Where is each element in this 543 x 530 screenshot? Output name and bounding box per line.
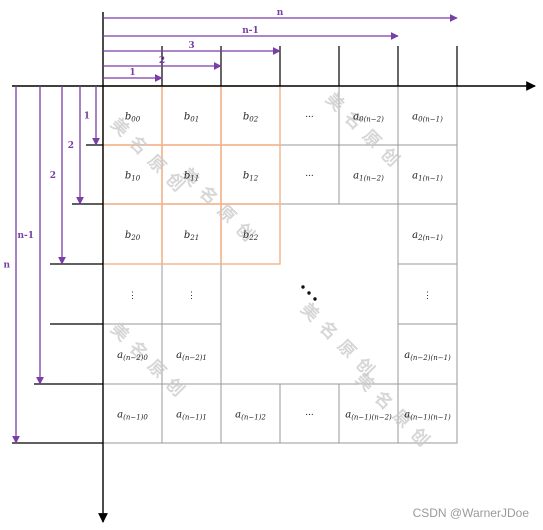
watermark-glyph: 美 — [106, 319, 134, 347]
left-dimension-label: 2 — [50, 171, 56, 181]
matrix-cell-label: a(n−2)(n−1) — [404, 350, 451, 362]
diagonal-dot — [313, 297, 317, 301]
left-dimension-label: n — [3, 261, 10, 271]
top-dimension-label: 2 — [159, 56, 165, 66]
watermark-stamps: 美名原创美名原创美名原创美名原创美名原创美名原创 — [106, 89, 433, 451]
watermark-glyph: 名 — [315, 317, 342, 344]
matrix-cell-label: ··· — [305, 113, 314, 123]
matrix-cell-label: b20 — [125, 230, 141, 242]
matrix-cell-label: b21 — [184, 230, 199, 242]
highlight-cell — [220, 203, 281, 265]
dimension-markers: 1 2 3 n-1 n 1 2 2 n-1 n — [3, 8, 458, 444]
matrix-cell-label: a(n−1)1 — [176, 410, 207, 422]
watermark-glyph: 创 — [406, 423, 434, 451]
top-dimension-label: 1 — [129, 68, 135, 78]
matrix-cell-label: a(n−1)(n−2) — [345, 410, 392, 422]
matrix-cell-label: a(n−1)2 — [235, 410, 266, 422]
matrix-cell-label: ··· — [305, 411, 314, 421]
matrix-cell-label: a2(n−1) — [412, 230, 443, 242]
matrix-cell-label: a(n−2)0 — [117, 350, 148, 362]
axes — [12, 12, 536, 523]
diagonal-dot — [301, 285, 305, 289]
matrix-cell-label: ⋮ — [187, 291, 196, 301]
matrix-cell-label: a1(n−2) — [353, 171, 384, 183]
matrix-cells: b00 b01 b02 ··· a0(n−2) a0(n−1) b10 b11 b12 ··· a1… — [117, 112, 451, 422]
matrix-cell-label: a0(n−2) — [353, 112, 384, 124]
watermark-glyph: 名 — [195, 182, 222, 209]
watermark-glyph: 创 — [161, 373, 189, 401]
matrix-cell-label: a(n−1)0 — [117, 410, 148, 422]
watermark-glyph: 原 — [143, 151, 169, 177]
matrix-cell-label: a(n−1)(n−1) — [404, 410, 451, 422]
matrix-cell-label: ⋮ — [423, 291, 432, 301]
watermark-glyph: 名 — [125, 132, 152, 159]
left-dimension-label: 1 — [84, 112, 90, 122]
top-dimension-label: 3 — [188, 41, 194, 51]
matrix-cell-label: b11 — [184, 171, 199, 183]
matrix-cell-label: b22 — [243, 230, 259, 242]
watermark-glyph: 原 — [358, 126, 384, 152]
matrix-cell-label: ··· — [305, 172, 314, 182]
matrix-cell-label: b01 — [184, 112, 199, 124]
watermark-glyph: 美 — [321, 89, 349, 117]
diagonal-dot — [307, 291, 311, 295]
watermark-glyph: 美 — [351, 369, 379, 397]
left-dimension-label: 2 — [68, 141, 74, 151]
watermark-glyph: 原 — [333, 336, 359, 362]
matrix-cell-label: a(n−2)1 — [176, 350, 207, 362]
watermark-glyph: 原 — [213, 201, 239, 227]
watermark-glyph: 名 — [370, 387, 397, 414]
matrix-cell-label: b10 — [125, 171, 141, 183]
matrix-cell-label: ⋮ — [128, 291, 137, 301]
watermark-glyph: 创 — [376, 143, 404, 171]
watermark-glyph: 美 — [296, 299, 324, 327]
watermark-credit: CSDN @WarnerJDoe — [412, 506, 529, 520]
top-dimension-label: n-1 — [242, 26, 259, 36]
matrix-cell-label: b00 — [125, 112, 141, 124]
matrix-cell-label: b12 — [243, 171, 259, 183]
matrix-cell-label: b02 — [243, 112, 259, 124]
matrix-cell-label: a1(n−1) — [412, 171, 443, 183]
matrix-cell-label: a0(n−1) — [412, 112, 443, 124]
top-dimension-label: n — [277, 8, 284, 18]
left-dimension-label: n-1 — [17, 231, 34, 241]
